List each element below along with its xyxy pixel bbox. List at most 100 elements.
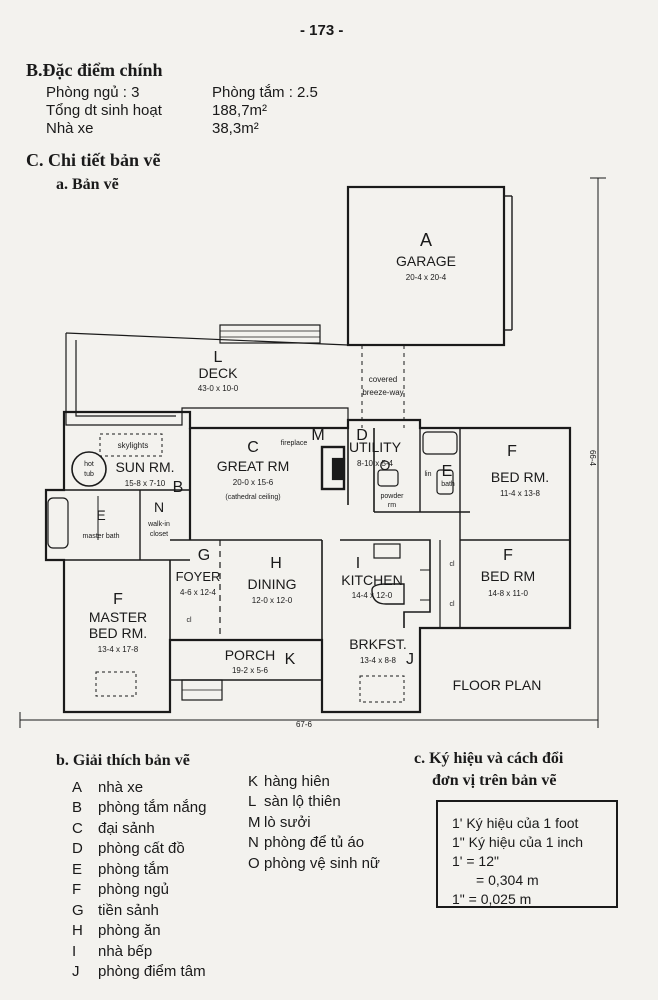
utility-name: UTILITY	[349, 439, 402, 455]
powder-letter: O	[380, 457, 391, 473]
bath-label: bath	[441, 481, 455, 488]
legend-key: K	[248, 772, 259, 790]
legend-text: phòng ăn	[98, 922, 161, 940]
utility-letter: D	[356, 427, 368, 444]
garage-name: GARAGE	[396, 253, 456, 269]
legend-text: phòng cất đồ	[98, 840, 185, 858]
legend-key: I	[72, 942, 77, 960]
closet-letter: N	[154, 499, 164, 515]
great-room-dim: 20-0 x 15-6	[233, 478, 274, 487]
legend-key: D	[72, 840, 83, 858]
master-bedroom-line1: MASTER	[89, 609, 147, 625]
porch-name: PORCH	[225, 647, 276, 663]
master-bath-label: master bath	[83, 533, 120, 540]
kitchen-dim: 14-4 x 12-0	[352, 591, 393, 600]
legend-text: lò sưởi	[264, 813, 311, 831]
legend-text: phòng điểm tâm	[98, 963, 206, 981]
dining-letter: H	[270, 555, 282, 572]
legend-key: A	[72, 778, 83, 796]
legend-key: N	[248, 834, 259, 852]
great-room-name: GREAT RM	[217, 458, 290, 474]
unit-conversion-box: 1' Ký hiệu của 1 foot 1" Ký hiệu của 1 i…	[436, 800, 618, 908]
sun-room-dim: 15-8 x 7-10	[125, 479, 166, 488]
legend-key: E	[72, 860, 83, 878]
linen-label: lin	[424, 471, 431, 478]
brkfst-letter: J	[406, 651, 414, 668]
foyer-dim: 4-6 x 12-4	[180, 588, 217, 597]
legend-text: hàng hiên	[264, 772, 330, 790]
bedroom-2-name: BED RM	[481, 568, 535, 584]
spec-garage-value: 38,3m²	[212, 120, 259, 137]
garage-dim: 20-4 x 20-4	[406, 273, 447, 282]
floor-plan-label: FLOOR PLAN	[453, 677, 542, 693]
closet-label-1: walk-in	[147, 521, 170, 528]
master-bath-letter: E	[96, 507, 105, 523]
legend-text: phòng vệ sinh nữ	[264, 854, 380, 872]
brkfst-name: BRKFST.	[349, 636, 407, 652]
utility-dim: 8-10 x 5-4	[357, 459, 394, 468]
conversion-inch-to-meter: 1" = 0,025 m	[452, 891, 532, 907]
floor-plan-drawing: A GARAGE 20-4 x 20-4 L DECK 43-0 x 10-0 …	[19, 177, 606, 729]
legend-text: phòng tắm	[98, 860, 169, 878]
spec-bedrooms: Phòng ngủ : 3	[46, 84, 140, 101]
spec-living-area-value: 188,7m²	[212, 102, 268, 119]
foyer-letter: G	[198, 547, 210, 564]
great-room-note: (cathedral ceiling)	[225, 494, 280, 501]
legend-text: nhà bếp	[98, 942, 153, 960]
garage-outline	[346, 185, 506, 347]
fireplace-letter: M	[311, 427, 324, 444]
powder-label-1: powder	[381, 493, 405, 500]
subsection-c-title-line1: c. Ký hiệu và cách đổi	[414, 750, 564, 767]
sun-room-letter: B	[173, 479, 184, 496]
legend-text: nhà xe	[98, 778, 144, 796]
garage-letter: A	[420, 230, 432, 250]
legend-key: J	[72, 963, 80, 981]
covered-label: covered	[369, 375, 397, 384]
breezeway-label: breeze-way	[362, 388, 403, 397]
spec-garage-label: Nhà xe	[46, 120, 94, 137]
spec-bathrooms: Phòng tắm : 2.5	[212, 84, 318, 101]
master-bedroom-line2: BED RM.	[89, 625, 147, 641]
dining-dim: 12-0 x 12-0	[252, 596, 293, 605]
skylights-label: skylights	[118, 441, 149, 450]
bedroom-2-closet-label-1: cl	[449, 561, 455, 568]
legend-text: phòng tắm nắng	[98, 799, 207, 817]
section-b-title: B.Đặc điểm chính	[26, 60, 163, 80]
conversion-foot-to-inch: 1' = 12"	[452, 853, 499, 869]
legend-key: H	[72, 922, 83, 940]
hot-tub-label-1: hot	[84, 461, 94, 468]
legend-text: sàn lộ thiên	[264, 793, 341, 811]
page-number: - 173 -	[300, 22, 344, 39]
foyer-name: FOYER	[176, 569, 221, 584]
powder-label-2: rm	[388, 502, 396, 509]
deck-name: DECK	[199, 365, 239, 381]
dining-name: DINING	[248, 576, 297, 592]
bedroom-1-letter: F	[507, 443, 517, 460]
legend-key: O	[248, 854, 260, 872]
section-c-title: C. Chi tiết bản vẽ	[26, 150, 161, 170]
deck-dim: 43-0 x 10-0	[198, 384, 239, 393]
subsection-a-title: a. Bản vẽ	[56, 176, 119, 193]
legend-key: B	[72, 799, 83, 817]
bedroom-2-dim: 14-8 x 11-0	[488, 589, 528, 598]
closet-label-2: closet	[150, 531, 168, 538]
kitchen-letter: I	[356, 555, 360, 572]
bedroom-2-letter: F	[503, 547, 513, 564]
porch-dim: 19-2 x 5-6	[232, 666, 269, 675]
depth-dimension: 66-4	[588, 450, 597, 467]
kitchen-name: KITCHEN	[341, 572, 402, 588]
brkfst-dim: 13-4 x 8-8	[360, 656, 397, 665]
deck-letter: L	[214, 349, 223, 366]
legend-key: G	[72, 901, 84, 919]
legend-text: phòng để tủ áo	[264, 834, 365, 852]
